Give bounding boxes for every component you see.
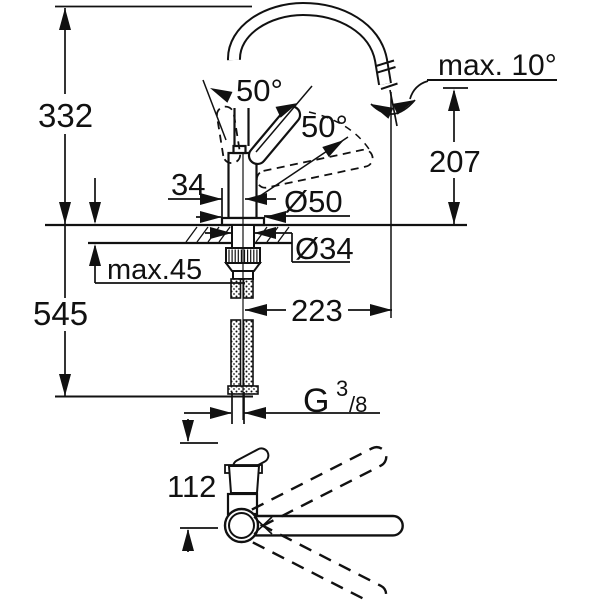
top-view-spout-phantom-up: [251, 446, 388, 528]
dim-112-label: 112: [167, 469, 216, 504]
swivel-indicator: [370, 80, 429, 318]
dim-223-label: 223: [291, 293, 343, 328]
dimension-labels: 332 545 50° 50° max. 10° 207 34 Ø50 Ø34 …: [33, 49, 557, 504]
handle-lever-phantom-right: [255, 148, 374, 189]
rotation-cross-mark: [253, 516, 273, 535]
spout-arc: [227, 1, 398, 90]
handle-lever-phantom-left: [216, 105, 242, 165]
angle-50-side-label: 50°: [301, 109, 348, 144]
dim-207-label: 207: [429, 144, 481, 179]
max45-label: max.45: [107, 254, 202, 286]
top-view: [223, 446, 404, 600]
dimension-arrowheads: [59, 8, 460, 551]
handle-lever-neutral: [233, 108, 250, 146]
handle-lever-open: [247, 105, 302, 166]
thread-g-label: G: [303, 382, 329, 420]
front-view: [45, 1, 467, 420]
top-view-spout-solid: [239, 514, 404, 537]
dim-332-label: 332: [38, 97, 93, 134]
thread-numerator-label: 3: [336, 376, 348, 401]
swivel-max10-label: max. 10°: [438, 49, 557, 82]
dia-50-label: Ø50: [284, 184, 343, 219]
thread-denominator-label: /8: [349, 392, 367, 417]
top-view-swivel-base-inner: [228, 512, 255, 539]
aerator-tip: [375, 59, 398, 90]
dia-34-label: Ø34: [295, 231, 354, 266]
dim-34-label: 34: [171, 167, 205, 202]
top-view-spout-phantom-down: [251, 523, 388, 600]
angle-50-front-label: 50°: [236, 73, 283, 108]
nut-knurling: [228, 249, 258, 263]
dim-545-label: 545: [33, 295, 88, 332]
top-view-handle: [224, 447, 270, 494]
